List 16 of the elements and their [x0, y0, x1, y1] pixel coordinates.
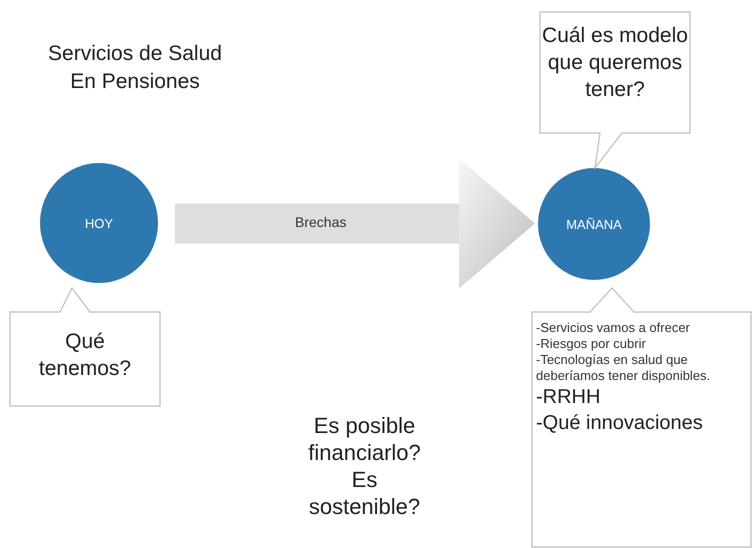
callout-box — [532, 288, 751, 547]
block-arrow — [175, 158, 535, 288]
edge-label: Brechas — [295, 214, 346, 230]
list-item: -Qué innovaciones — [536, 411, 704, 436]
list-item: -RRHH — [536, 385, 602, 410]
node-label: MAÑANA — [566, 216, 622, 232]
list-item: -Servicios vamos a ofrecer — [536, 320, 691, 336]
note-text: Es posible financiarlo? Es sostenible? — [307, 412, 422, 520]
node-label: HOY — [84, 216, 114, 230]
callout-box — [540, 12, 690, 168]
callout-box — [10, 288, 160, 406]
callout-text: Cuál es modelo que queremos tener? — [541, 23, 689, 103]
list-item: -Riesgos por cubrir — [536, 336, 647, 352]
title: Servicios de Salud En Pensiones — [47, 41, 223, 95]
callout-text: Qué tenemos? — [38, 329, 132, 382]
list-item: -Tecnologías en salud que deberíamos tener disponibles. — [536, 352, 712, 384]
